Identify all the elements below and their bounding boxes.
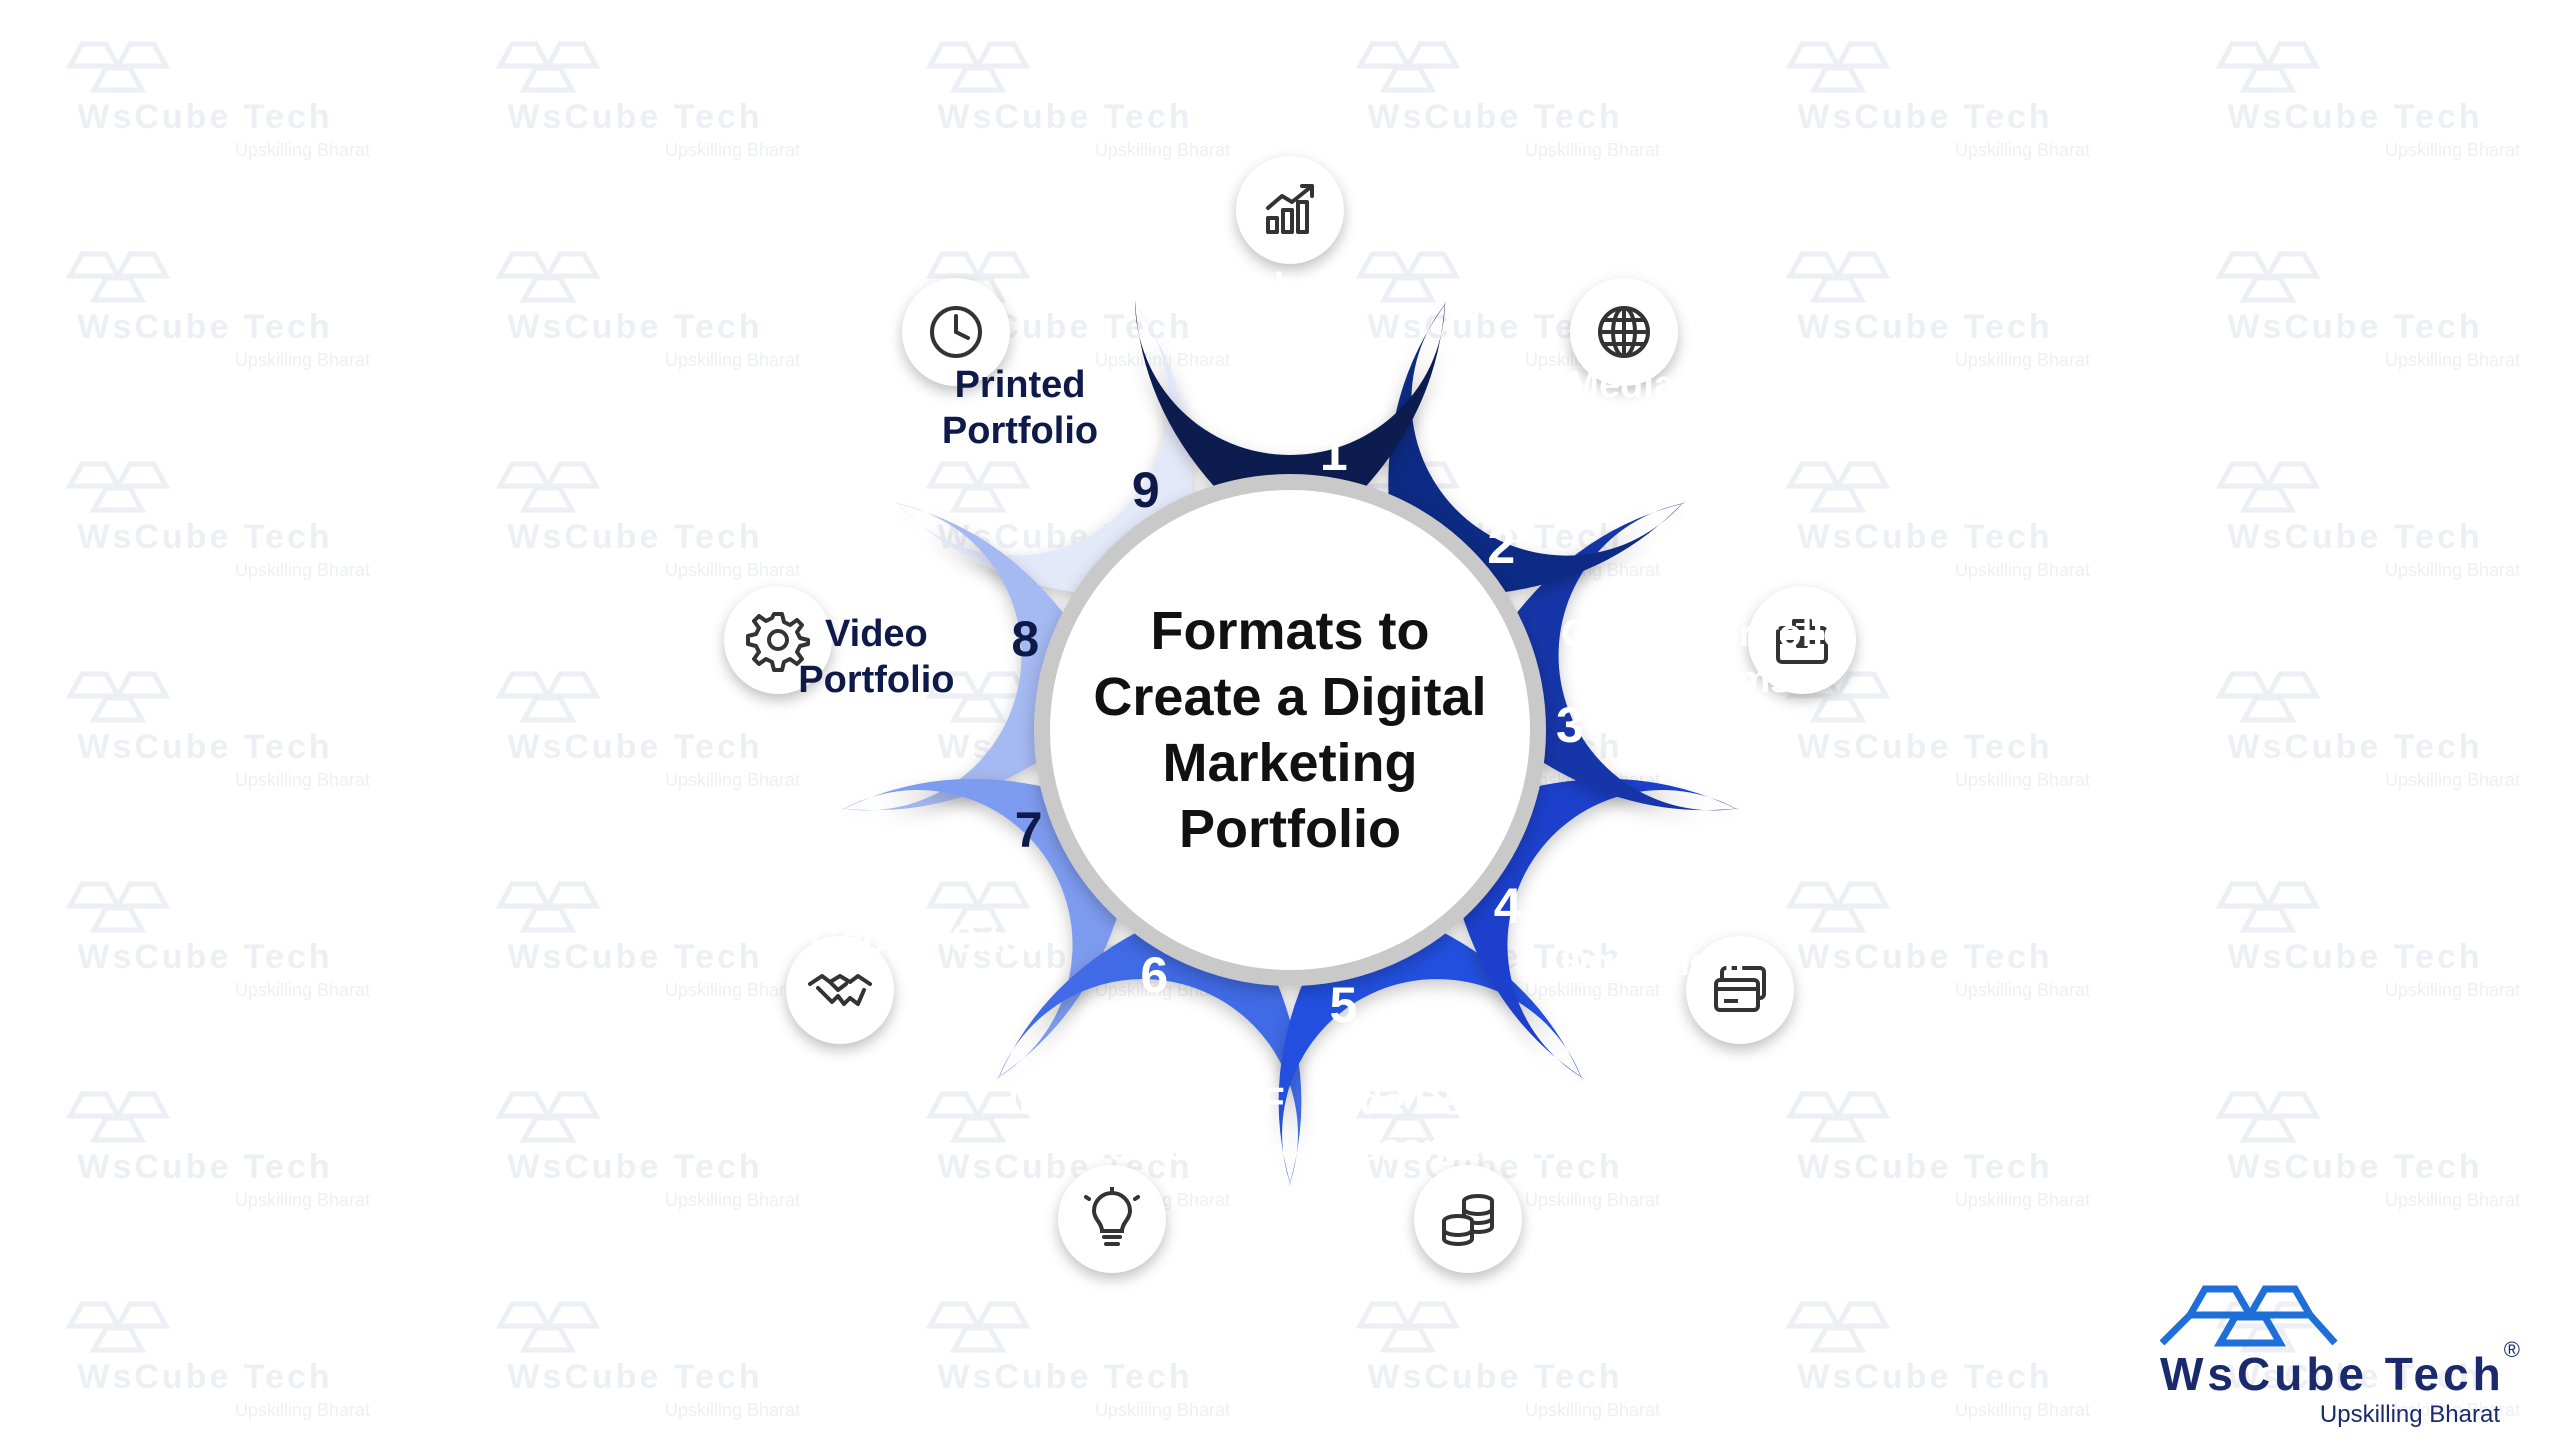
petal-label-8: Video Portfolio — [798, 613, 955, 702]
petal-label-1: Website or Blog — [1217, 266, 1363, 354]
clock-icon — [901, 277, 1010, 386]
petal-label-5: Slide Deck or Presentation — [1313, 1080, 1555, 1169]
petal-number-5: 5 — [1329, 976, 1358, 1033]
center-title: Formats to Create a Digital Marketing Po… — [1093, 601, 1487, 859]
petal-2 — [1388, 300, 1686, 597]
petal-number-7: 7 — [1014, 802, 1043, 859]
petal-label-2: Social Media Profiles — [1444, 364, 1676, 453]
petal-number-8: 8 — [1011, 610, 1040, 667]
petal-number-3: 3 — [1556, 697, 1584, 754]
petal-1 — [1135, 300, 1445, 540]
petal-label-4: PDF Document — [1560, 896, 1747, 984]
logo-name: WsCube Tech — [2160, 1348, 2505, 1400]
petal-number-9: 9 — [1131, 461, 1160, 518]
petal-number-2: 2 — [1487, 518, 1516, 575]
petal-label-3: Online Portfolio Platforms — [1561, 613, 1847, 702]
petal-7 — [840, 778, 1135, 1080]
light-bulb-icon — [1058, 1164, 1167, 1273]
petal-4 — [1445, 778, 1740, 1080]
registered-mark: ® — [2503, 1337, 2520, 1362]
growth-chart-icon — [1236, 156, 1344, 264]
petal-label-6: Interactive PDF or e-book — [1008, 1080, 1285, 1169]
handshake-icon — [785, 936, 894, 1044]
payment-card-icon — [1686, 936, 1795, 1044]
center-circle — [1034, 474, 1546, 986]
petal-label-9: Printed Portfolio — [941, 364, 1099, 453]
petal-label-7: Google Sites — [810, 919, 1043, 961]
coin-stack-icon — [1413, 1164, 1522, 1273]
globe-icon — [1570, 277, 1679, 386]
petal-number-4: 4 — [1493, 878, 1522, 935]
petal-9 — [894, 300, 1192, 597]
petal-number-1: 1 — [1319, 425, 1348, 482]
briefcase-icon — [1748, 585, 1857, 694]
gear-icon — [723, 585, 832, 694]
hexagon-logo-icon — [2160, 1285, 2338, 1347]
petal-number-6: 6 — [1140, 946, 1169, 1003]
brand-logo: WsCube Tech ® Upskilling Bharat — [2150, 1275, 2530, 1435]
logo-tagline: Upskilling Bharat — [2319, 1401, 2500, 1428]
